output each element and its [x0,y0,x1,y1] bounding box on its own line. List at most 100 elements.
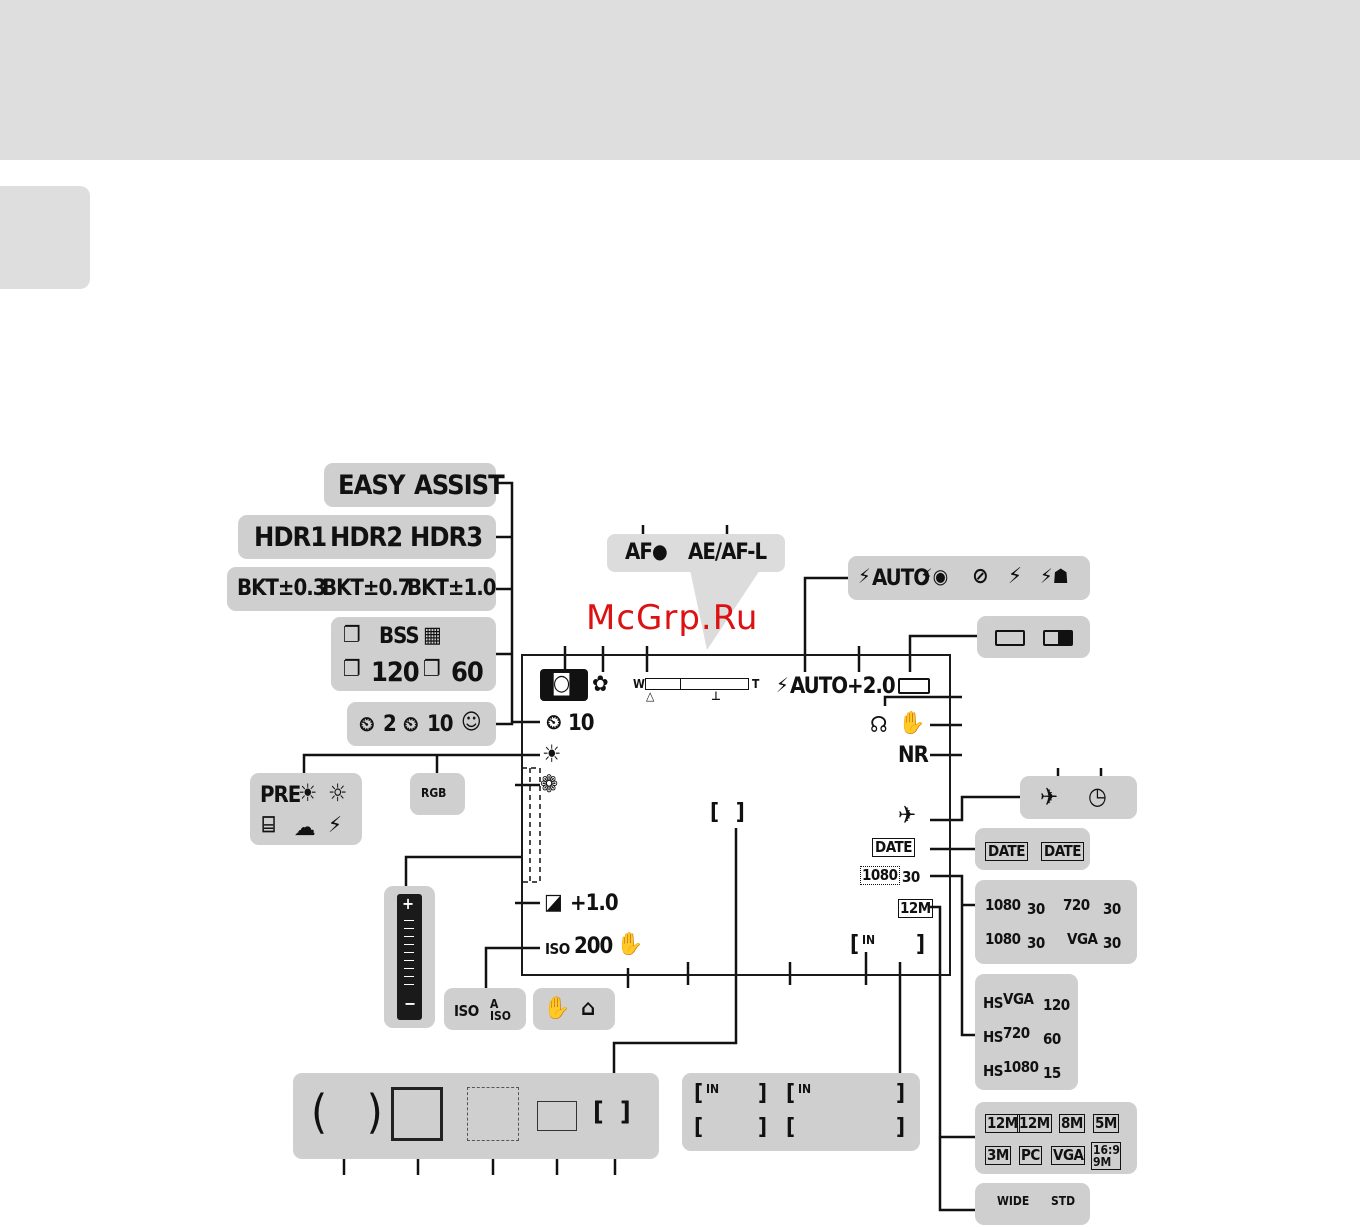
panorama-group: WIDE STD [975,1183,1090,1225]
flash-off-icon: ⊘ [972,564,989,589]
target-finding-icon [391,1087,443,1141]
multi-shot-icon: ▦ [423,623,442,648]
zoom-w-label: W [633,677,645,691]
hdr3-label: HDR3 [410,522,483,553]
hs-res-1: VGA [1003,990,1034,1008]
movie-fps-1: 30 [1027,900,1045,918]
zoom-marker-icon: △ [646,689,655,703]
screen-memory-label: IN [862,933,876,947]
manual-area-icon [537,1101,577,1131]
timer-icon: ⏲ [403,712,419,736]
hs-res-3: 1080 [1003,1058,1039,1076]
center-area-brackets: [ ] [593,1097,631,1127]
noise-reduction-label: NR [898,743,929,768]
iso-auto-group: ISO A ISO [444,988,526,1030]
card-bracket-close-2: ] [896,1115,905,1140]
plus-icon: + [402,894,415,913]
motion-detect-icon: ☊ [870,713,888,738]
red-eye-icon: ⚡◉ [920,564,949,588]
page-header-band [0,0,1360,160]
assist-label: ASSIST [414,470,505,501]
hs-res-2: 720 [1003,1024,1030,1042]
size-12m-star: 12M [1017,1114,1052,1133]
camera-icon: ◙ [552,671,572,696]
zoom-fill [646,679,681,689]
daylight-icon: ☀ [298,779,318,807]
memory-bracket-close: ] [916,932,925,957]
continuous-h-icon: ❐ [343,657,361,682]
memory-group: [ IN ] [ IN ] [ ] [ ] [682,1073,920,1151]
vr-group: ✋ ⌂ [533,988,615,1030]
flash-auto-label: AUTO [872,566,930,591]
ae-af-lock-label: AE/AF-L [688,540,767,565]
bracket-close-2: ] [896,1081,905,1106]
slow-sync-icon: ⚡☗ [1040,564,1069,588]
cloudy-icon: ☁ [294,813,316,841]
movie-fps-4: 30 [1103,934,1121,952]
af-label: AF [625,540,653,565]
chapter-tab [0,186,90,289]
card-bracket-close-1: ] [758,1115,767,1140]
af-indicator-bubble [607,534,785,572]
iso-label: ISO [454,1002,479,1020]
hdr-group: HDR1 HDR2 HDR3 [238,515,496,559]
continuous-l-icon: ❐ [423,657,441,682]
smile-timer-icon: ☺ [461,710,482,735]
hs-fps-3: 15 [1043,1064,1061,1082]
movie-res-2: 720 [1063,896,1090,914]
flash-icon: ⚡ [858,564,871,588]
zoom-indicator-bar [645,678,749,690]
airplane-icon: ✈ [1040,783,1059,811]
battery-level-icon [898,678,930,694]
hdr1-label: HDR1 [254,522,327,553]
color-options-icon: ❁ [540,770,559,798]
timer-10-label: 10 [427,712,454,737]
af-frame-brackets: [ ] [710,800,745,825]
exposure-slider-group: + − [384,886,435,1028]
easy-label: EASY [338,470,405,501]
rgb-group: RGB [410,773,465,815]
electronic-vr-icon: ✋ [616,932,644,957]
movie-options-group: 1080 30 720 30 1080 30 VGA 30 [975,880,1137,964]
wb-preset-label: PRE [260,783,301,808]
af-dot-icon: ● [652,539,668,563]
hs-fps-2: 60 [1043,1030,1061,1048]
card-bracket-1: [ [694,1115,703,1140]
flash-comp-value: AUTO+2.0 [790,674,896,699]
dynamic-fine-zoom-icon: ⊥ [711,689,721,703]
panorama-wide-label: WIDE [997,1194,1030,1208]
size-vga: VGA [1051,1146,1086,1165]
bkt-07-label: BKT±0.7 [322,576,412,601]
battery-low-icon [1043,630,1073,646]
image-size-group: 12M 12M 8M 5M 3M PC VGA 16:9 9M [975,1102,1137,1174]
date-stamp-group: DATE DATE [975,828,1090,870]
flash-mode-group: ⚡ AUTO ⚡◉ ⊘ ⚡ ⚡☗ [848,556,1090,600]
subject-tracking-icon [467,1087,519,1141]
clock-icon: ◷ [1088,782,1107,810]
monitor-display [521,654,951,976]
vibration-reduction-icon: ✋ [898,711,926,736]
date-time-label: DATE [985,842,1028,861]
movie-fps-3: 30 [1027,934,1045,952]
screen-image-size: 12M [898,899,933,918]
hdr2-label: HDR2 [330,522,403,553]
scene-assist-group: EASY ASSIST [324,463,505,507]
white-balance-icon: ☀ [542,740,562,768]
face-priority-brackets: ( ) [311,1085,383,1139]
size-169: 16:9 9M [1091,1142,1121,1170]
flash-wb-icon: ⚡ [328,813,342,838]
rgb-label: RGB [421,786,447,800]
fluorescent-icon: ⌸ [262,813,276,838]
memory-bracket: [ [850,932,859,957]
date-label: DATE [1041,842,1084,861]
self-timer-group: ⏲ 2 ⏲ 10 ☺ [347,702,496,746]
bracket-close-1: ] [758,1081,767,1106]
screen-movie-fps: 30 [902,868,920,886]
screen-iso-label: ISO [545,940,570,958]
panorama-std-label: STD [1051,1194,1076,1208]
self-timer-value: 10 [568,711,595,736]
hs-fps-1: 120 [1043,996,1070,1014]
slider-ticks [404,920,414,992]
movie-vr-icon: ⌂ [581,996,596,1021]
